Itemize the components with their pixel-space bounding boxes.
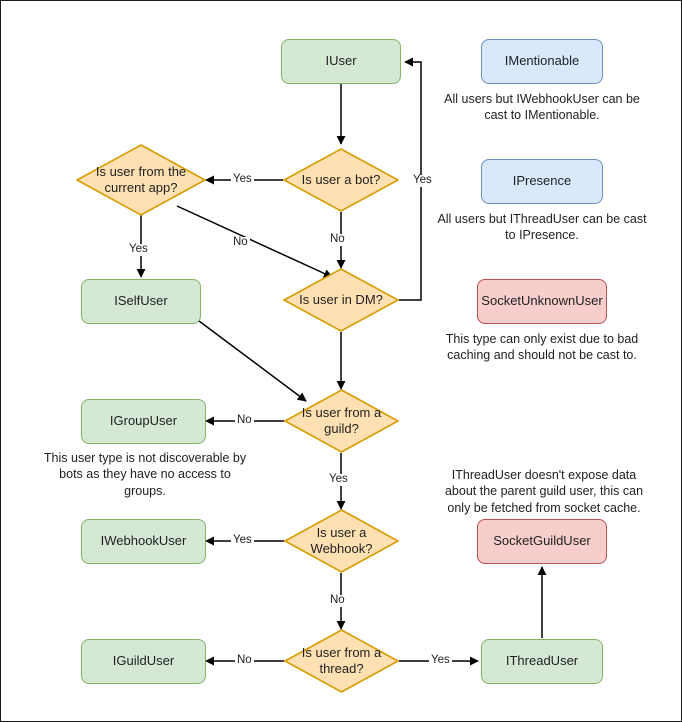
node-is-thread-label: Is user from a thread? (301, 644, 382, 676)
node-igroupuser-label: IGroupUser (109, 413, 178, 429)
diamond-shape (283, 148, 399, 212)
edge-label-is-thread-yes: Yes (429, 654, 452, 667)
edge-label-is-guild-no: No (235, 414, 254, 427)
node-is-dm[interactable]: Is user in DM? (283, 268, 399, 332)
node-ithreaduser[interactable]: IThreadUser (481, 639, 603, 684)
edge-label-is-webhook-yes: Yes (231, 534, 254, 547)
edge-label-current-app-yes: Yes (127, 243, 150, 256)
node-is-thread[interactable]: Is user from a thread? (284, 629, 399, 693)
node-is-webhook-label: Is user a Webhook? (310, 524, 373, 556)
note-imentionable: All users but IWebhookUser can be cast t… (444, 92, 640, 123)
node-is-bot-label: Is user a bot? (301, 171, 381, 187)
node-iguilduser[interactable]: IGuildUser (81, 639, 206, 684)
edge-label-is-bot-no: No (328, 233, 347, 246)
node-is-guild[interactable]: Is user from a guild? (284, 389, 399, 453)
node-socketunknownuser-label: SocketUnknownUser (481, 293, 603, 309)
node-socketunknownuser[interactable]: SocketUnknownUser (477, 279, 607, 324)
diamond-shape (284, 629, 399, 693)
node-socketguilduser-label: SocketGuildUser (493, 533, 591, 549)
node-imentionable[interactable]: IMentionable (481, 39, 603, 84)
edge-label-current-app-no: No (231, 236, 250, 249)
node-imentionable-label: IMentionable (504, 53, 580, 69)
node-iguilduser-label: IGuildUser (112, 653, 175, 669)
node-ithreaduser-label: IThreadUser (505, 653, 579, 669)
node-is-webhook[interactable]: Is user a Webhook? (284, 509, 399, 573)
note-socketunknownuser: This type can only exist due to bad cach… (445, 332, 639, 363)
node-iwebhookuser-label: IWebhookUser (100, 533, 187, 549)
node-is-bot[interactable]: Is user a bot? (283, 148, 399, 212)
node-is-guild-label: Is user from a guild? (301, 404, 382, 436)
edge-label-is-guild-yes: Yes (327, 473, 350, 486)
node-iselfuser-label: ISelfUser (114, 293, 168, 309)
node-ipresence[interactable]: IPresence (481, 159, 603, 204)
edge-label-is-bot-yes: Yes (231, 173, 254, 186)
note-ipresence: All users but IThreadUser can be cast to… (437, 212, 647, 243)
edge-label-is-dm-yes: Yes (411, 174, 434, 187)
note-socketguilduser: IThreadUser doesn't expose data about th… (444, 468, 644, 515)
node-ipresence-label: IPresence (512, 173, 572, 189)
node-is-dm-label: Is user in DM? (299, 291, 383, 307)
diamond-shape (284, 389, 399, 453)
edge-label-is-thread-no: No (235, 654, 254, 667)
diamond-shape (283, 268, 399, 332)
node-iwebhookuser[interactable]: IWebhookUser (81, 519, 206, 564)
node-iuser-label: IUser (325, 53, 357, 69)
node-socketguilduser[interactable]: SocketGuildUser (477, 519, 607, 564)
node-is-current-app-label: Is user from the current app? (95, 163, 187, 195)
node-igroupuser[interactable]: IGroupUser (81, 399, 206, 444)
note-igroupuser: This user type is not discoverable by bo… (43, 451, 247, 498)
node-iuser[interactable]: IUser (281, 39, 401, 84)
edge-label-is-webhook-no: No (328, 594, 347, 607)
node-is-current-app[interactable]: Is user from the current app? (76, 144, 206, 216)
node-iselfuser[interactable]: ISelfUser (81, 279, 201, 324)
diamond-shape (284, 509, 399, 573)
edge-current-app-no-to-is-dm (176, 205, 333, 278)
diamond-shape (76, 144, 206, 216)
